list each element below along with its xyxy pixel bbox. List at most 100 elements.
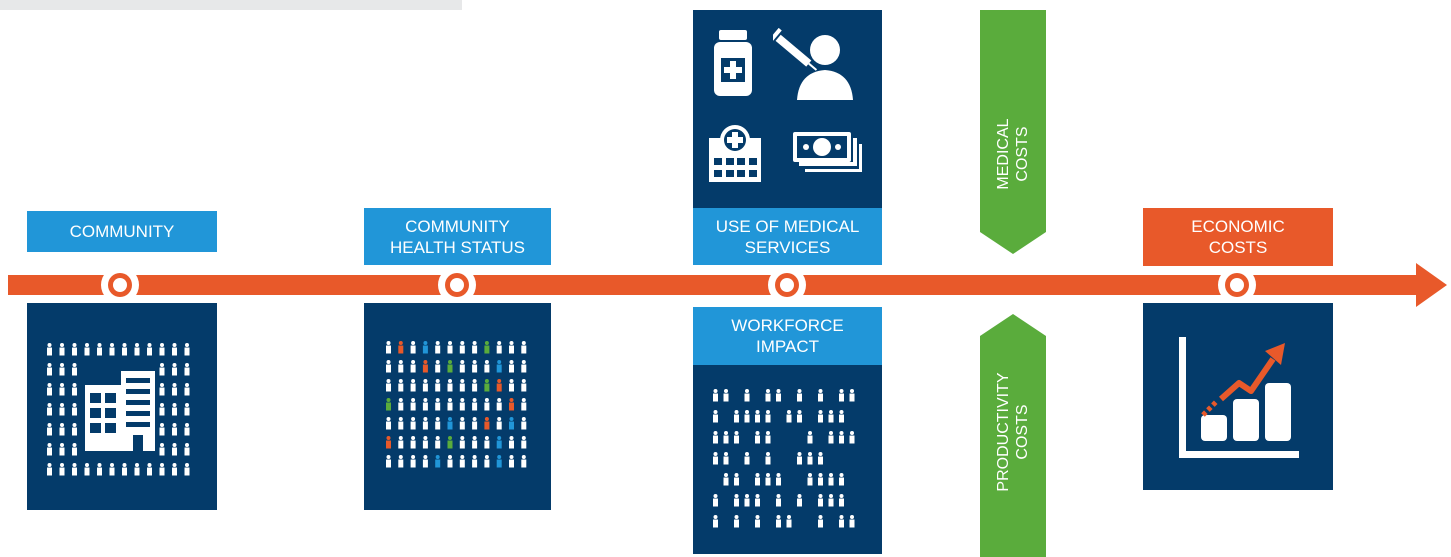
person-icon bbox=[410, 398, 416, 411]
person-icon bbox=[398, 417, 404, 430]
person-icon bbox=[496, 360, 502, 373]
person-icon bbox=[59, 463, 65, 476]
person-icon bbox=[849, 431, 855, 444]
population-health-grid-icon bbox=[386, 341, 527, 468]
person-icon bbox=[521, 379, 527, 392]
person-icon bbox=[521, 436, 527, 449]
person-icon bbox=[422, 398, 428, 411]
person-icon bbox=[459, 455, 465, 468]
person-icon bbox=[159, 403, 165, 416]
person-icon bbox=[134, 343, 140, 356]
person-icon bbox=[713, 494, 718, 507]
person-icon bbox=[47, 443, 52, 456]
person-icon bbox=[509, 379, 514, 392]
person-icon bbox=[59, 363, 65, 376]
person-icon bbox=[447, 379, 453, 392]
health-status-label: COMMUNITY HEALTH STATUS bbox=[364, 208, 551, 265]
person-icon bbox=[172, 383, 177, 396]
person-icon bbox=[122, 343, 127, 356]
workforce-label-line2: IMPACT bbox=[756, 337, 819, 356]
person-icon bbox=[398, 436, 404, 449]
person-icon bbox=[386, 379, 391, 392]
person-icon bbox=[484, 341, 490, 354]
community-panel bbox=[27, 303, 217, 510]
productivity-costs-line1: PRODUCTIVITY bbox=[995, 372, 1012, 492]
person-icon bbox=[422, 455, 428, 468]
person-icon bbox=[713, 389, 718, 402]
person-icon bbox=[459, 379, 465, 392]
person-icon bbox=[755, 494, 760, 507]
person-icon bbox=[839, 410, 844, 423]
person-icon bbox=[184, 423, 190, 436]
person-icon bbox=[435, 455, 441, 468]
person-icon bbox=[755, 515, 760, 528]
medical-costs-line1: MEDICAL bbox=[995, 118, 1012, 190]
person-icon bbox=[159, 443, 165, 456]
person-icon bbox=[398, 360, 404, 373]
person-icon bbox=[723, 389, 729, 402]
person-icon bbox=[159, 463, 165, 476]
person-icon bbox=[496, 341, 502, 354]
person-icon bbox=[410, 436, 416, 449]
person-icon bbox=[97, 463, 102, 476]
person-icon bbox=[849, 515, 855, 528]
person-icon bbox=[496, 417, 502, 430]
person-icon bbox=[422, 379, 428, 392]
medical-costs-line2: COSTS bbox=[1014, 126, 1031, 182]
person-icon bbox=[744, 494, 750, 507]
person-icon bbox=[849, 389, 855, 402]
person-icon bbox=[472, 455, 478, 468]
person-icon bbox=[713, 452, 718, 465]
person-icon bbox=[807, 452, 813, 465]
person-icon bbox=[734, 473, 739, 486]
person-icon bbox=[147, 343, 152, 356]
person-icon bbox=[713, 515, 718, 528]
person-icon bbox=[472, 398, 478, 411]
medical-services-label-line2: SERVICES bbox=[744, 237, 831, 257]
person-icon bbox=[765, 389, 771, 402]
person-icon bbox=[97, 343, 102, 356]
person-icon bbox=[472, 379, 478, 392]
person-icon bbox=[744, 410, 750, 423]
person-icon bbox=[755, 473, 760, 486]
person-icon bbox=[435, 379, 441, 392]
person-icon bbox=[723, 473, 729, 486]
person-icon bbox=[435, 398, 441, 411]
person-icon bbox=[410, 417, 416, 430]
person-icon bbox=[786, 410, 792, 423]
vaccination-icon bbox=[773, 28, 853, 100]
person-icon bbox=[734, 410, 739, 423]
person-icon bbox=[484, 436, 490, 449]
person-icon bbox=[435, 436, 441, 449]
person-icon bbox=[521, 417, 527, 430]
person-icon bbox=[59, 343, 65, 356]
person-icon bbox=[459, 417, 465, 430]
person-icon bbox=[109, 343, 115, 356]
person-icon bbox=[521, 360, 527, 373]
person-icon bbox=[734, 494, 739, 507]
person-icon bbox=[422, 417, 428, 430]
person-icon bbox=[496, 455, 502, 468]
person-icon bbox=[828, 410, 834, 423]
person-icon bbox=[459, 398, 465, 411]
person-icon bbox=[447, 436, 453, 449]
person-icon bbox=[398, 341, 404, 354]
person-icon bbox=[435, 360, 441, 373]
person-icon bbox=[797, 494, 802, 507]
medical-services-label-line1: USE OF MEDICAL bbox=[715, 216, 860, 236]
person-icon bbox=[386, 341, 391, 354]
person-icon bbox=[509, 398, 514, 411]
person-icon bbox=[386, 436, 391, 449]
economic-costs-label-line2: COSTS bbox=[1208, 238, 1268, 257]
person-icon bbox=[828, 473, 834, 486]
person-icon bbox=[744, 389, 750, 402]
person-icon bbox=[839, 515, 844, 528]
person-icon bbox=[72, 403, 77, 416]
economic-costs-label: ECONOMIC COSTS bbox=[1143, 208, 1333, 266]
workforce-label-line1: WORKFORCE bbox=[731, 316, 844, 335]
person-icon bbox=[509, 455, 514, 468]
person-icon bbox=[47, 343, 52, 356]
person-icon bbox=[159, 363, 165, 376]
person-icon bbox=[776, 389, 781, 402]
person-icon bbox=[713, 431, 718, 444]
